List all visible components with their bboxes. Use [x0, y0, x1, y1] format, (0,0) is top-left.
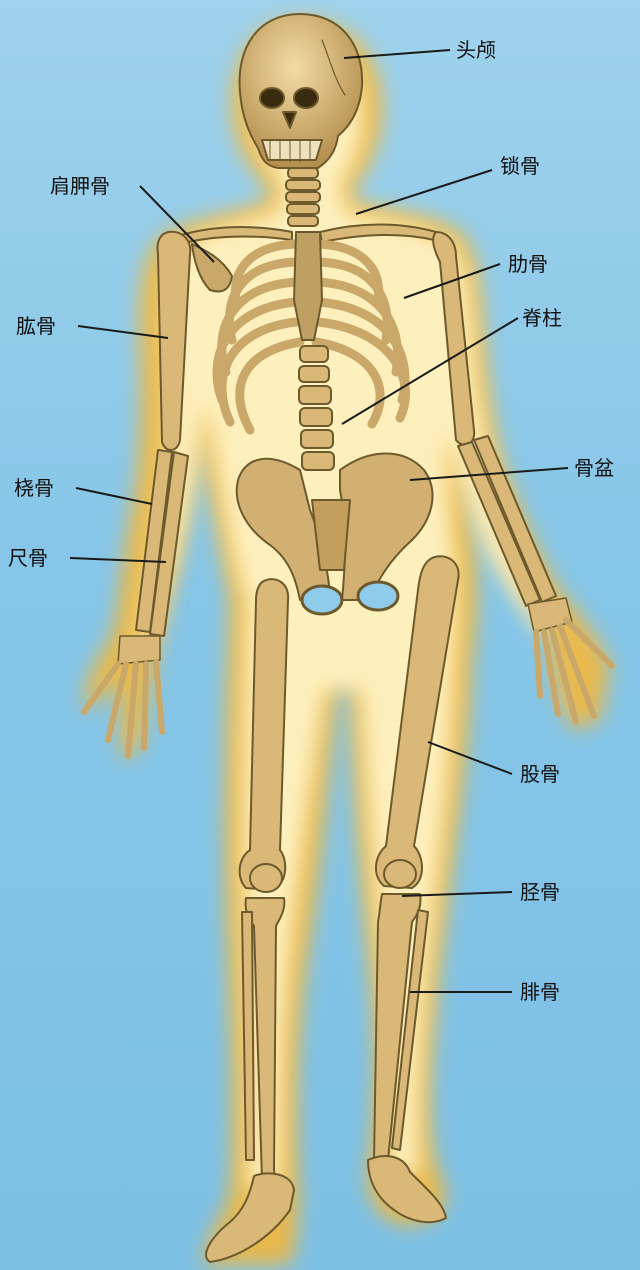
label-radius: 桡骨	[14, 476, 54, 500]
label-humerus: 肱骨	[16, 314, 56, 338]
label-scapula: 肩胛骨	[50, 174, 110, 198]
leader-line-clavicle	[356, 170, 492, 214]
label-pelvis: 骨盆	[574, 456, 614, 480]
label-ribs: 肋骨	[508, 252, 548, 276]
label-spine: 脊柱	[522, 306, 562, 330]
sternum	[294, 232, 322, 340]
label-fibula: 腓骨	[520, 980, 560, 1004]
kneecap-left	[250, 864, 282, 892]
label-ulna: 尺骨	[8, 546, 48, 570]
body-silhouette	[85, 20, 610, 1265]
label-femur: 股骨	[520, 762, 560, 786]
kneecap-right	[384, 860, 416, 888]
neck-vertebrae	[286, 168, 320, 226]
label-tibia: 胫骨	[520, 880, 560, 904]
label-clavicle: 锁骨	[500, 154, 540, 178]
label-skull: 头颅	[456, 38, 496, 62]
